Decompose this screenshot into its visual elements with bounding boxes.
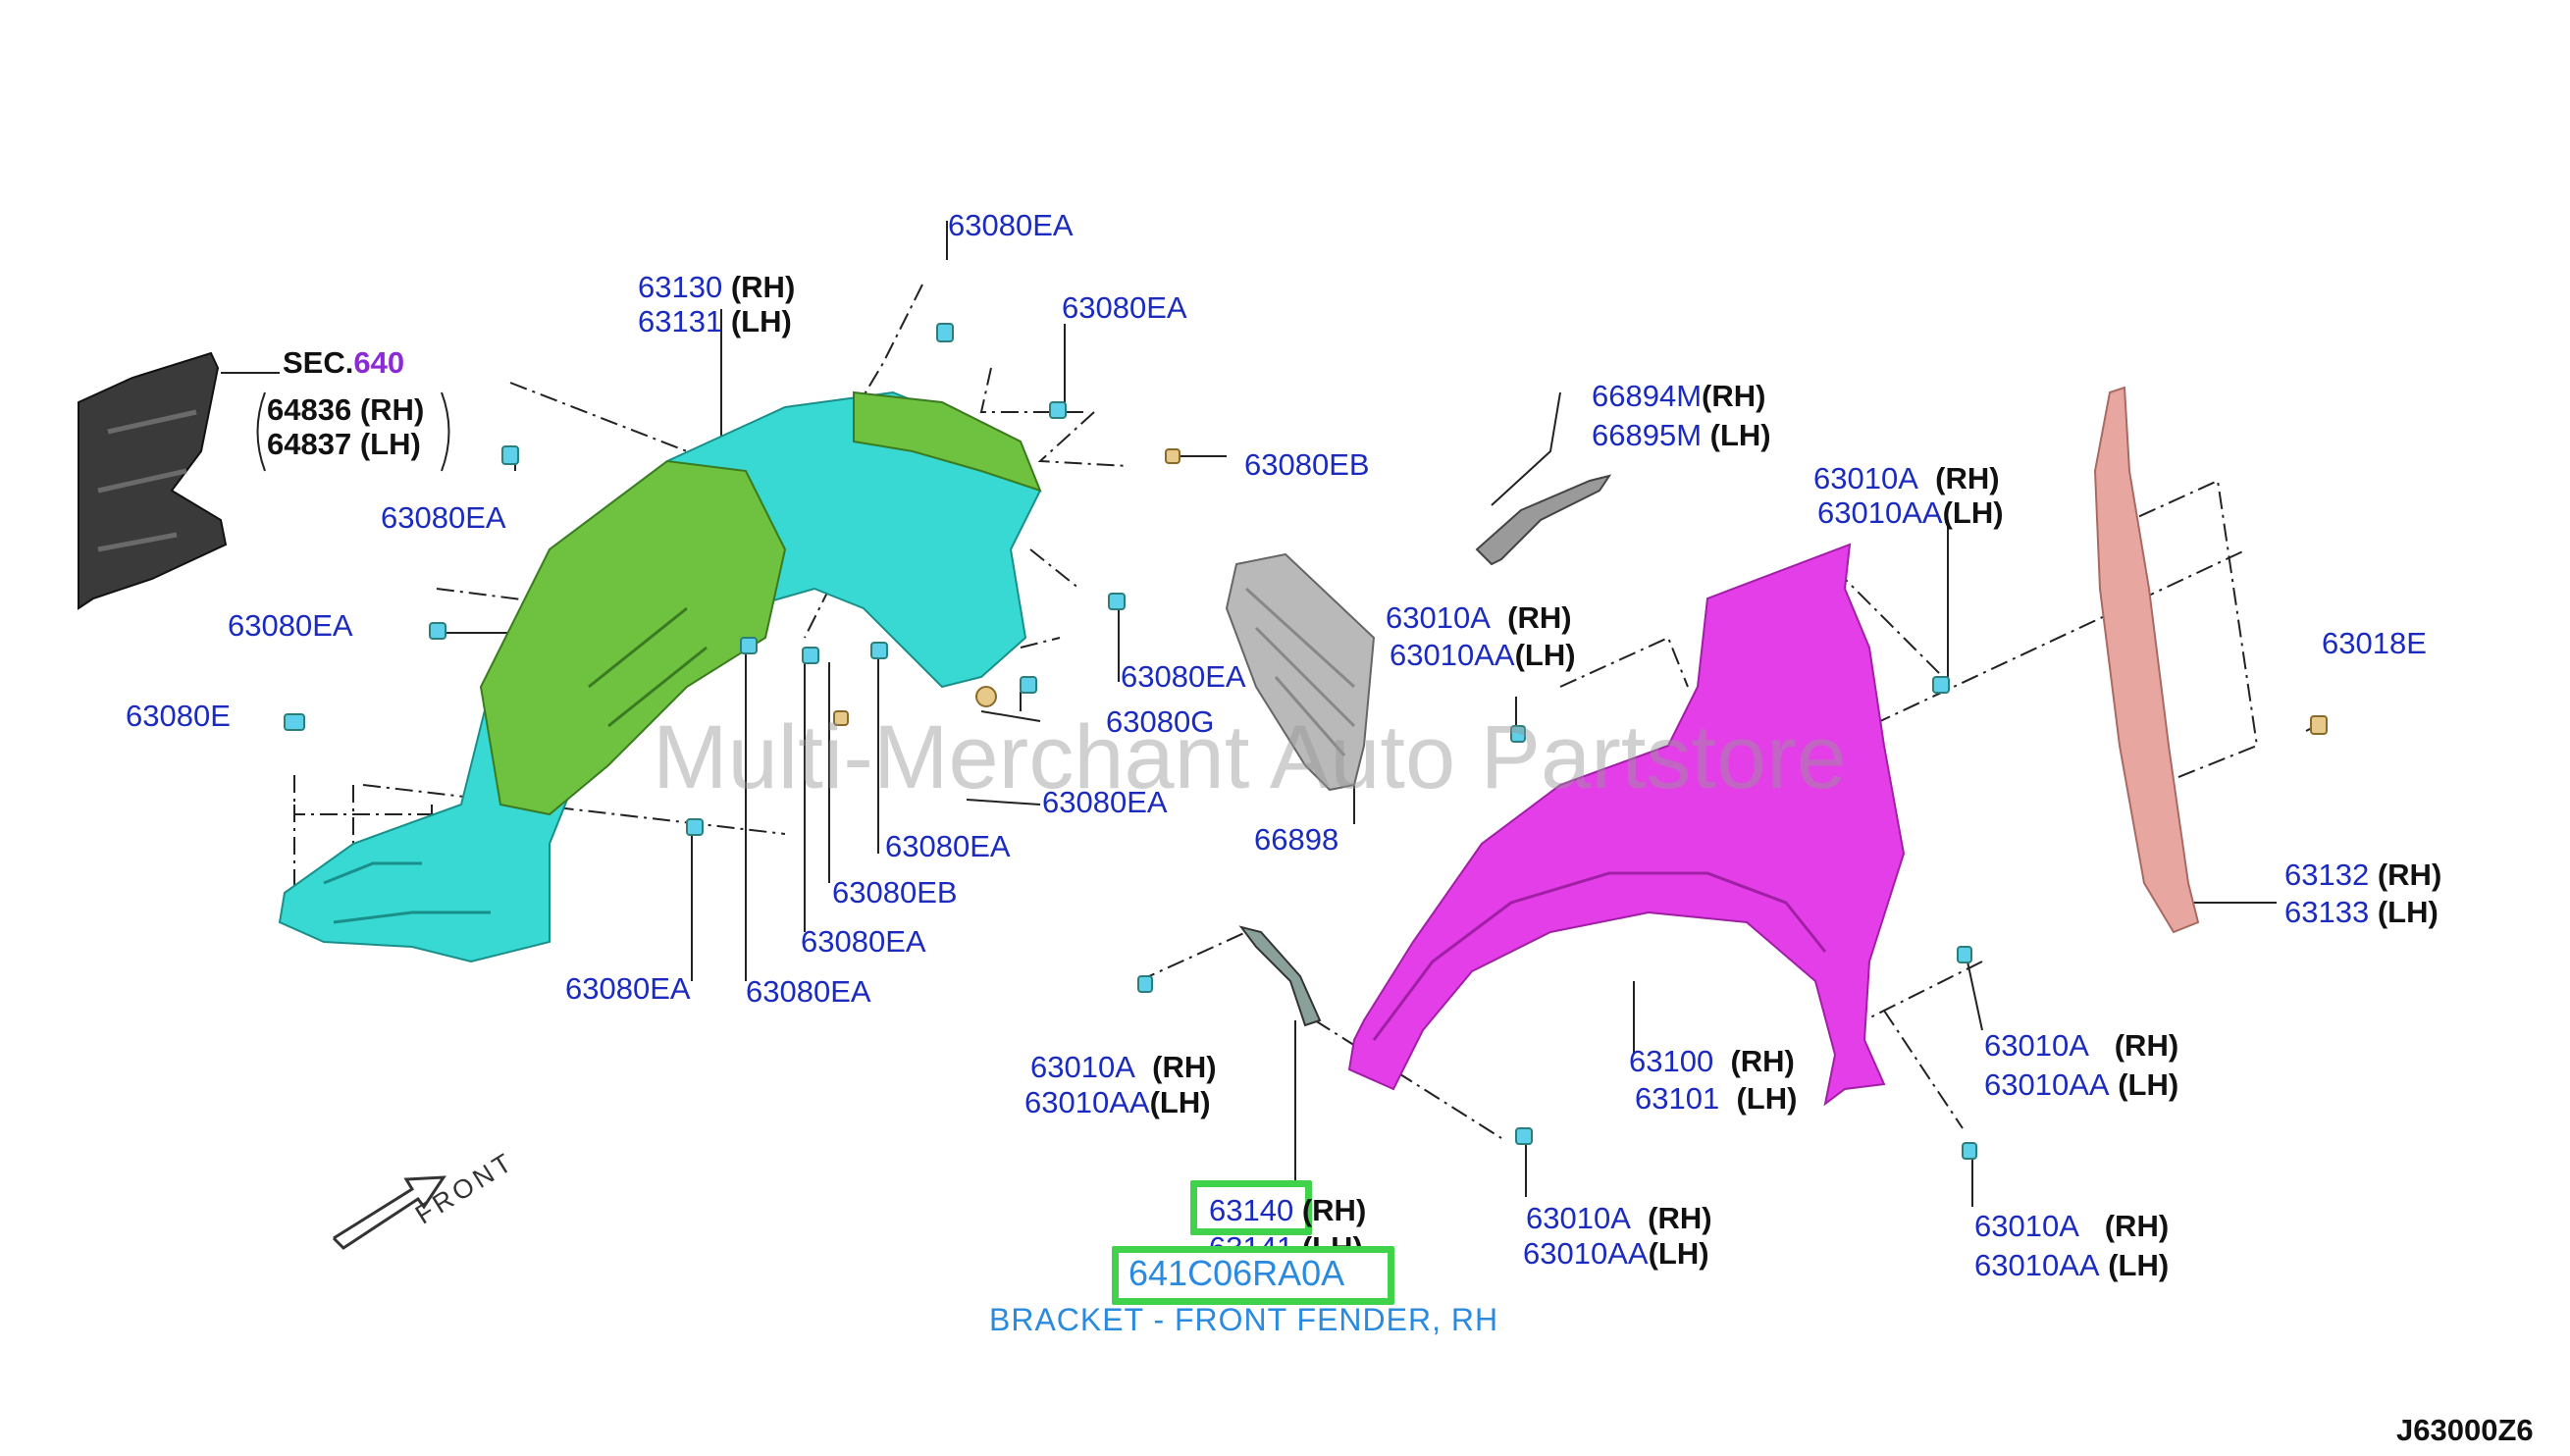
label-63010aa-bottom-mid[interactable]: 63010AA(LH) — [1523, 1236, 1709, 1271]
label-63080ea-mid4[interactable]: 63080EA — [801, 924, 926, 959]
label-64836: 64836 (RH) — [267, 392, 425, 427]
label-63010aa-bottom-right[interactable]: 63010AA (LH) — [1974, 1248, 2170, 1282]
label-63010aa-fender-top[interactable]: 63010AA(LH) — [1390, 638, 1576, 672]
front-fender — [1347, 543, 1906, 1107]
part-description-link[interactable]: BRACKET - FRONT FENDER, RH — [989, 1302, 1499, 1337]
label-64837: 64837 (LH) — [267, 427, 421, 461]
label-63010a-bottom-mid[interactable]: 63010A (RH) — [1526, 1201, 1712, 1235]
label-63100[interactable]: 63100 (RH) — [1629, 1044, 1795, 1078]
label-63080eb-right[interactable]: 63080EB — [1244, 447, 1370, 482]
label-63080ea-left1[interactable]: 63080EA — [381, 500, 506, 535]
label-66894m[interactable]: 66894M(RH) — [1592, 379, 1766, 413]
label-63130[interactable]: 63130 (RH) — [638, 270, 796, 304]
highlight-box-part-number — [1112, 1246, 1394, 1305]
label-63080ea-top2[interactable]: 63080EA — [1062, 290, 1187, 325]
label-63080ea-mid3[interactable]: 63080EA — [885, 829, 1011, 863]
label-66895m[interactable]: 66895M (LH) — [1592, 418, 1771, 452]
label-63080ea-bot2[interactable]: 63080EA — [746, 974, 871, 1009]
label-63010a-right-top[interactable]: 63010A (RH) — [1813, 461, 2000, 495]
label-63140[interactable]: 63140 (RH) — [1209, 1193, 1367, 1227]
bracket-front-fender — [1238, 925, 1322, 1027]
label-63010aa-bracket-left[interactable]: 63010AA(LH) — [1024, 1085, 1211, 1119]
label-63010aa-right-top[interactable]: 63010AA(LH) — [1817, 495, 2004, 530]
side-seal-63132 — [2093, 386, 2200, 934]
front-arrow-icon — [332, 1175, 446, 1250]
label-63080ea-mid2[interactable]: 63080EA — [1042, 785, 1168, 819]
label-63010a-right-mid[interactable]: 63010A (RH) — [1984, 1028, 2179, 1063]
fender-seal-66894m — [1475, 474, 1612, 566]
label-63010a-bottom-right[interactable]: 63010A (RH) — [1974, 1209, 2170, 1243]
sec-number[interactable]: 640 — [353, 345, 405, 380]
label-63010a-fender-top[interactable]: 63010A (RH) — [1386, 600, 1572, 635]
label-63080ea-mid1[interactable]: 63080EA — [1121, 659, 1246, 694]
fender-liner-rear-section — [479, 459, 787, 816]
label-63080e-left[interactable]: 63080E — [126, 699, 231, 733]
highlight-box-63140 — [1190, 1180, 1312, 1235]
label-63080eb-mid[interactable]: 63080EB — [832, 875, 958, 910]
label-63080g-mid[interactable]: 63080G — [1106, 704, 1215, 739]
label-63080ea-bot1[interactable]: 63080EA — [565, 971, 691, 1006]
label-63131[interactable]: 63131 (LH) — [638, 304, 792, 338]
label-63101[interactable]: 63101 (LH) — [1635, 1081, 1798, 1116]
label-63132[interactable]: 63132 (RH) — [2284, 858, 2442, 892]
label-63010a-bracket-left[interactable]: 63010A (RH) — [1030, 1050, 1217, 1084]
sec-label[interactable]: SEC.640 — [283, 345, 404, 381]
label-63080ea-left2[interactable]: 63080EA — [228, 608, 353, 643]
label-63018e[interactable]: 63018E — [2322, 626, 2427, 660]
label-63010aa-right-mid[interactable]: 63010AA (LH) — [1984, 1067, 2179, 1102]
part-number-link[interactable]: 641C06RA0A — [1128, 1253, 1345, 1293]
label-63133[interactable]: 63133 (LH) — [2284, 895, 2439, 929]
diagram-code: J63000Z6 — [2396, 1413, 2534, 1447]
label-66898[interactable]: 66898 — [1254, 822, 1339, 857]
watermark-text: Multi-Merchant Auto Partstore — [653, 707, 1847, 807]
sec-prefix: SEC. — [283, 345, 354, 380]
label-63080ea-top1[interactable]: 63080EA — [948, 208, 1074, 242]
